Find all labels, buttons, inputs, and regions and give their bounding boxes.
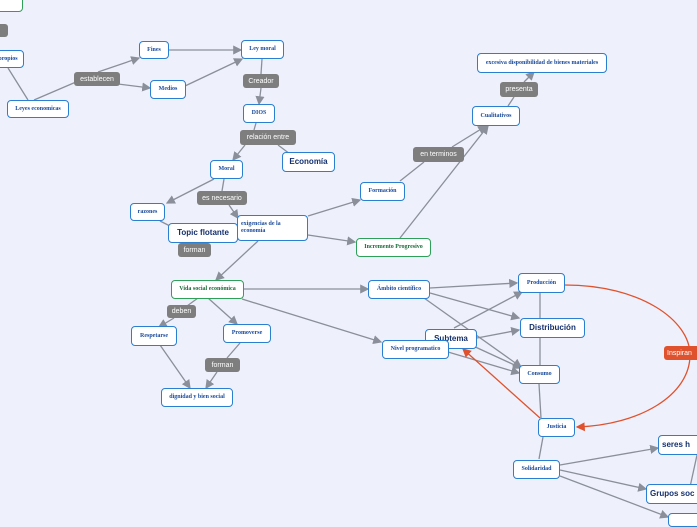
label-inspiran: Inspiran (664, 346, 697, 360)
node-produccion[interactable]: Producción (518, 273, 565, 293)
offscreen-node-bottom[interactable] (668, 513, 697, 527)
node-topic-flotante[interactable]: Topic flotante (168, 223, 238, 243)
node-excesiva[interactable]: excesiva disponibilidad de bienes materi… (477, 53, 607, 73)
offscreen-node-top[interactable] (0, 0, 23, 12)
node-dios[interactable]: DIOS (243, 104, 275, 123)
node-grupos-sociales[interactable]: Grupos soc (646, 484, 697, 504)
node-leyes-economicas[interactable]: Leyes economicas (7, 100, 69, 118)
node-promoverse-text: Promoverse (231, 330, 263, 337)
node-formacion[interactable]: Formación (360, 182, 405, 201)
node-medios[interactable]: Medios (150, 80, 186, 99)
node-formacion-text: Formación (368, 188, 397, 195)
label-deben: deben (167, 305, 196, 318)
node-topic-flotante-text: Topic flotante (177, 227, 229, 237)
node-nivel-programatico-text: Nivel programatico (390, 346, 441, 353)
node-produccion-text: Producción (526, 279, 557, 286)
node-ley-moral-text: Ley moral (249, 46, 276, 53)
node-medios-text: Medios (158, 86, 178, 93)
node-moral-text: Moral (218, 166, 235, 173)
node-nivel-programatico[interactable]: Nivel programatico (382, 340, 449, 359)
label-forman-2: forman (205, 358, 240, 372)
node-razones-text: razones (137, 208, 158, 215)
label-relacion-entre: relación entre (240, 130, 296, 145)
node-excesiva-text: excesiva disponibilidad de bienes materi… (485, 59, 599, 66)
node-distribucion-text: Distribución (529, 322, 576, 332)
node-incremento[interactable]: Incremento Progresivo (356, 238, 431, 257)
node-promoverse[interactable]: Promoverse (223, 324, 271, 343)
node-respetarse[interactable]: Respetarse (131, 326, 177, 346)
node-justicia-text: Justicia (546, 424, 567, 431)
node-seres-humanos-text: seres h (662, 439, 691, 449)
node-vida-social[interactable]: Vida social económica (171, 280, 244, 299)
label-forman-1: forman (178, 243, 211, 257)
node-fines[interactable]: Fines (139, 41, 169, 59)
node-propios[interactable]: propios (0, 50, 24, 68)
node-distribucion[interactable]: Distribución (520, 318, 585, 338)
node-economia-text: Economía (289, 156, 328, 166)
label-presenta: presenta (500, 82, 538, 97)
node-economia[interactable]: Economía (282, 152, 335, 172)
node-dignidad-text: dignidad y bien social (169, 394, 225, 401)
node-seres-humanos[interactable]: seres h (658, 435, 697, 455)
offscreen-label-left (0, 24, 8, 37)
node-exigencias-text: exigencias de la economía (241, 221, 281, 234)
node-cualitativos[interactable]: Cualitativos (472, 106, 520, 126)
node-consumo-text: Consumo (527, 371, 552, 378)
node-moral[interactable]: Moral (210, 160, 243, 179)
node-dignidad[interactable]: dignidad y bien social (161, 388, 233, 407)
label-en-terminos: en terminos (413, 147, 464, 162)
label-creador: Creador (243, 74, 279, 88)
node-ambito-cientifico-text: Ámbito científico (376, 286, 422, 293)
node-vida-social-text: Vida social económica (179, 286, 236, 293)
label-es-necesario: es necesario (197, 191, 247, 205)
node-justicia[interactable]: Justicia (538, 418, 575, 437)
node-solidaridad-text: Solidaridad (521, 466, 552, 473)
node-fines-text: Fines (147, 46, 161, 53)
node-cualitativos-text: Cualitativos (480, 112, 512, 119)
node-grupos-sociales-text: Grupos soc (650, 488, 695, 498)
node-subtema-text: Subtema (434, 333, 468, 343)
node-propios-text: propios (0, 55, 18, 62)
node-exigencias[interactable]: exigencias de la economía (237, 215, 308, 241)
node-ley-moral[interactable]: Ley moral (241, 40, 284, 59)
node-respetarse-text: Respetarse (140, 332, 168, 339)
node-consumo[interactable]: Consumo (519, 365, 560, 384)
label-establecen: establecen (74, 72, 120, 86)
node-solidaridad[interactable]: Solidaridad (513, 460, 560, 479)
node-leyes-economicas-text: Leyes economicas (15, 105, 61, 112)
node-razones[interactable]: razones (130, 203, 165, 221)
node-dios-text: DIOS (251, 110, 267, 117)
node-incremento-text: Incremento Progresivo (364, 244, 423, 251)
node-ambito-cientifico[interactable]: Ámbito científico (368, 280, 430, 299)
